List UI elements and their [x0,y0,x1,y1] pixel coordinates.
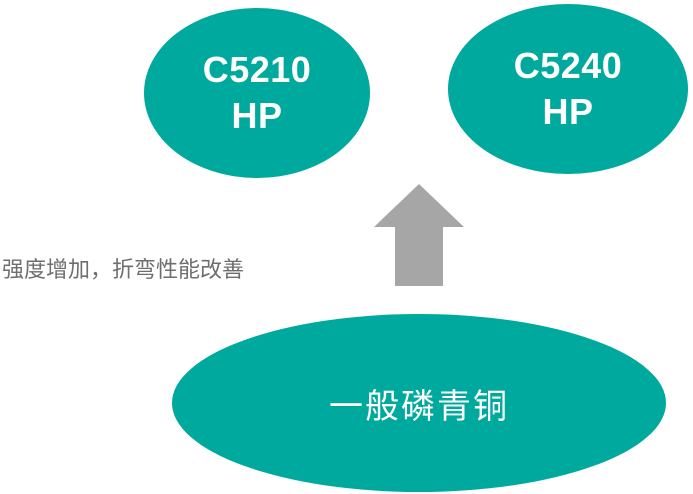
grade-node-c5210-hp: C5210 HP [144,8,370,178]
grade-temper: HP [542,91,594,132]
base-material-node: 一般磷青铜 [172,314,666,492]
grade-label-c5210-hp: C5210 HP [203,47,312,139]
grade-temper: HP [231,95,283,136]
grade-node-c5240-hp: C5240 HP [448,4,688,174]
base-material-label: 一般磷青铜 [329,386,509,427]
improvement-annotation: 强度增加，折弯性能改善 [2,258,245,283]
grade-code: C5210 [202,49,312,90]
grade-label-c5240-hp: C5240 HP [514,43,623,135]
up-arrow-icon [374,184,464,286]
grade-code: C5240 [513,45,623,86]
